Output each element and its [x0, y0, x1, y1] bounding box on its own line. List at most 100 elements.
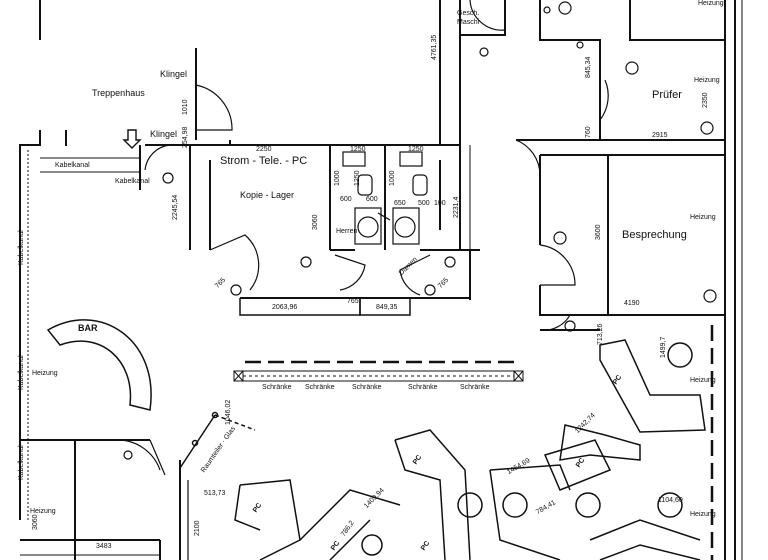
dimension-label: 254,98 — [182, 126, 189, 148]
dimension-label: 513,73 — [204, 490, 226, 497]
socket — [543, 6, 551, 14]
door-swing — [144, 144, 171, 171]
door-swing — [149, 439, 166, 476]
desk-cluster — [543, 439, 612, 491]
socket — [558, 1, 572, 15]
urinal — [377, 212, 391, 221]
wall — [460, 0, 506, 36]
round-table — [502, 492, 528, 518]
door-swing — [399, 254, 431, 296]
wc-toilet — [399, 151, 423, 167]
dimension-label: 100 — [434, 200, 446, 207]
dimension-label: 2350 — [702, 92, 709, 108]
dimension-label: 1250 — [408, 146, 424, 153]
cabinet-label: Schränke — [262, 384, 292, 391]
socket — [479, 47, 489, 57]
room-label: Treppenhaus — [92, 88, 145, 98]
dimension-label: 650 — [394, 200, 406, 207]
door-swing — [209, 234, 260, 291]
dimension-label: 1104,60 — [658, 497, 683, 504]
cable-duct-label: Kabelkanal — [18, 445, 25, 480]
socket — [424, 284, 436, 296]
dimension-label: 2100 — [194, 520, 201, 536]
wc-toilet — [412, 174, 428, 196]
wc-basin — [357, 216, 379, 238]
dimension-label: 2250 — [256, 146, 272, 153]
dimension-label: 1000 — [389, 170, 396, 186]
wall — [239, 298, 361, 316]
glass-post — [211, 411, 219, 419]
dimension-label: 4190 — [624, 300, 640, 307]
desk-cluster — [329, 519, 371, 560]
bar-counter — [46, 319, 152, 411]
dimension-label: 1000 — [334, 170, 341, 186]
glass-post — [191, 439, 199, 447]
dimension-label: 3600 — [595, 224, 602, 240]
socket — [576, 41, 584, 49]
dimension-label: 1250 — [350, 146, 366, 153]
dimension-label: 849,35 — [376, 304, 398, 311]
cable-duct-label: Kabelkanal — [115, 178, 150, 185]
heating-label: Heizung — [690, 511, 716, 518]
round-table — [657, 492, 683, 518]
dimension-label: 600 — [340, 196, 352, 203]
dimension-label: 2231,4 — [453, 196, 460, 218]
bell-label: Klingel — [150, 129, 178, 139]
desk-cluster — [234, 484, 261, 531]
dimension-label: 500 — [418, 200, 430, 207]
cable-duct-label: Kabelkanal — [18, 355, 25, 390]
dimension-label: 3483 — [96, 543, 112, 550]
cabinet-label: Schränke — [352, 384, 382, 391]
socket — [625, 61, 639, 75]
room-label: Besprechung — [622, 229, 687, 241]
door-swing — [469, 0, 506, 31]
socket — [230, 284, 242, 296]
room-label: Strom - Tele. - PC — [220, 155, 308, 167]
round-table — [575, 492, 601, 518]
round-table — [457, 492, 483, 518]
wc-partition — [354, 207, 382, 245]
door-swing — [599, 79, 609, 121]
socket — [553, 231, 567, 245]
wall — [539, 0, 725, 141]
round-table — [667, 342, 693, 368]
dimension-label: 600 — [366, 196, 378, 203]
socket — [162, 172, 174, 184]
socket — [703, 289, 717, 303]
cabinet-end — [233, 370, 244, 382]
door-swing — [539, 244, 576, 286]
heating-label: Heizung — [30, 508, 56, 515]
door-swing — [515, 139, 541, 176]
dimension-label: 2063,96 — [272, 304, 298, 311]
bell-label: Klingel — [160, 69, 188, 79]
cabinet-label: Schränke — [460, 384, 490, 391]
desk-cluster — [239, 479, 301, 560]
dimension-label: 3060 — [32, 514, 39, 530]
cable-duct-label: Kabelkanal — [55, 162, 90, 169]
dimension-label: 1046,02 — [225, 399, 232, 425]
desk-cluster — [589, 519, 701, 541]
dimension-label: 1010 — [182, 99, 189, 115]
dimension-label: 713,26 — [597, 323, 604, 345]
wall — [539, 285, 725, 316]
room-label: Maschi — [457, 19, 480, 26]
dimension-label: 845,34 — [585, 56, 592, 78]
desk-cluster — [394, 439, 446, 560]
dimension-label: 1499,7 — [660, 336, 667, 358]
room-label: Herren — [336, 228, 358, 235]
socket — [300, 256, 312, 268]
door-swing — [539, 314, 571, 331]
wall — [359, 298, 411, 316]
cabinet-end — [513, 370, 524, 382]
cable-duct-label: Kabelkanal — [18, 230, 25, 265]
socket — [564, 320, 576, 332]
dimension-label: 2915 — [652, 132, 668, 139]
socket — [444, 256, 456, 268]
heating-label: Heizung — [694, 77, 720, 84]
round-table — [361, 534, 383, 556]
door-swing — [119, 439, 161, 471]
desk-cluster — [394, 429, 471, 560]
glass-divider — [214, 414, 256, 431]
